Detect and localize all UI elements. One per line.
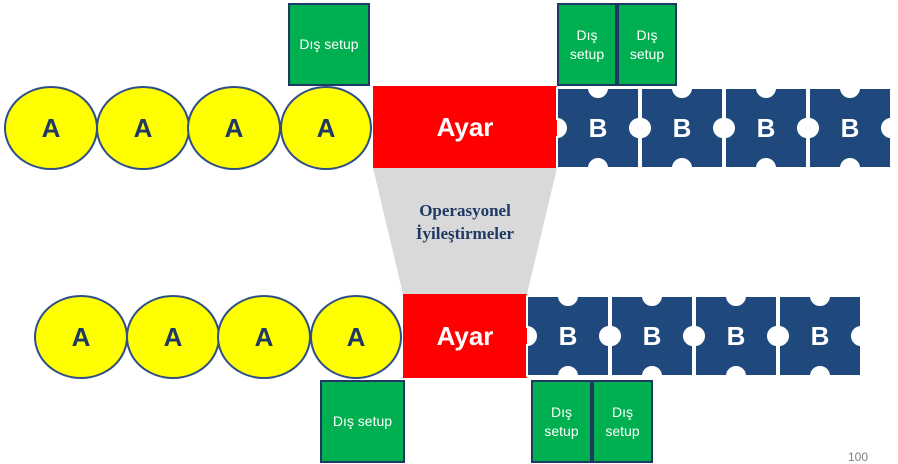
bottom-a-item-4: A bbox=[310, 295, 402, 379]
top-b-item-3: B bbox=[723, 86, 809, 170]
bottom-b-item-4: B bbox=[777, 294, 863, 378]
bottom-b-label-4: B bbox=[810, 320, 830, 351]
top-a-item-3: A bbox=[187, 86, 281, 170]
top-b-label-2: B bbox=[672, 112, 692, 143]
top-a-item-4: A bbox=[280, 86, 372, 170]
bottom-b-item-3: B bbox=[693, 294, 779, 378]
top-b-item-2: B bbox=[639, 86, 725, 170]
top-b-label-4: B bbox=[840, 112, 860, 143]
bottom-b-label-1: B bbox=[558, 320, 578, 351]
top-ayar-block: Ayar bbox=[373, 86, 557, 168]
bottom-ayar-block: Ayar bbox=[403, 294, 527, 378]
top-external-setup-right-1: Dış setup bbox=[557, 3, 617, 86]
page-number: 100 bbox=[848, 450, 869, 464]
bottom-b-label-2: B bbox=[642, 320, 662, 351]
bottom-external-setup-right-1: Dış setup bbox=[531, 380, 592, 463]
bottom-a-item-2: A bbox=[126, 295, 220, 379]
top-b-label-1: B bbox=[588, 112, 608, 143]
bottom-b-label-3: B bbox=[726, 320, 746, 351]
bottom-b-item-1: B bbox=[525, 294, 611, 378]
bottom-a-item-3: A bbox=[217, 295, 311, 379]
top-b-item-1: B bbox=[555, 86, 641, 170]
bottom-a-item-1: A bbox=[34, 295, 128, 379]
bottom-external-setup-right-2: Dış setup bbox=[592, 380, 653, 463]
top-a-item-1: A bbox=[4, 86, 98, 170]
bottom-b-item-2: B bbox=[609, 294, 695, 378]
bottom-external-setup-left: Dış setup bbox=[320, 380, 405, 463]
operational-improvements-label: Operasyonel İyileştirmeler bbox=[415, 201, 515, 243]
top-a-item-2: A bbox=[96, 86, 190, 170]
top-b-item-4: B bbox=[807, 86, 893, 170]
top-external-setup-right-2: Dış setup bbox=[617, 3, 677, 86]
top-external-setup-left: Dış setup bbox=[288, 3, 370, 86]
top-b-label-3: B bbox=[756, 112, 776, 143]
